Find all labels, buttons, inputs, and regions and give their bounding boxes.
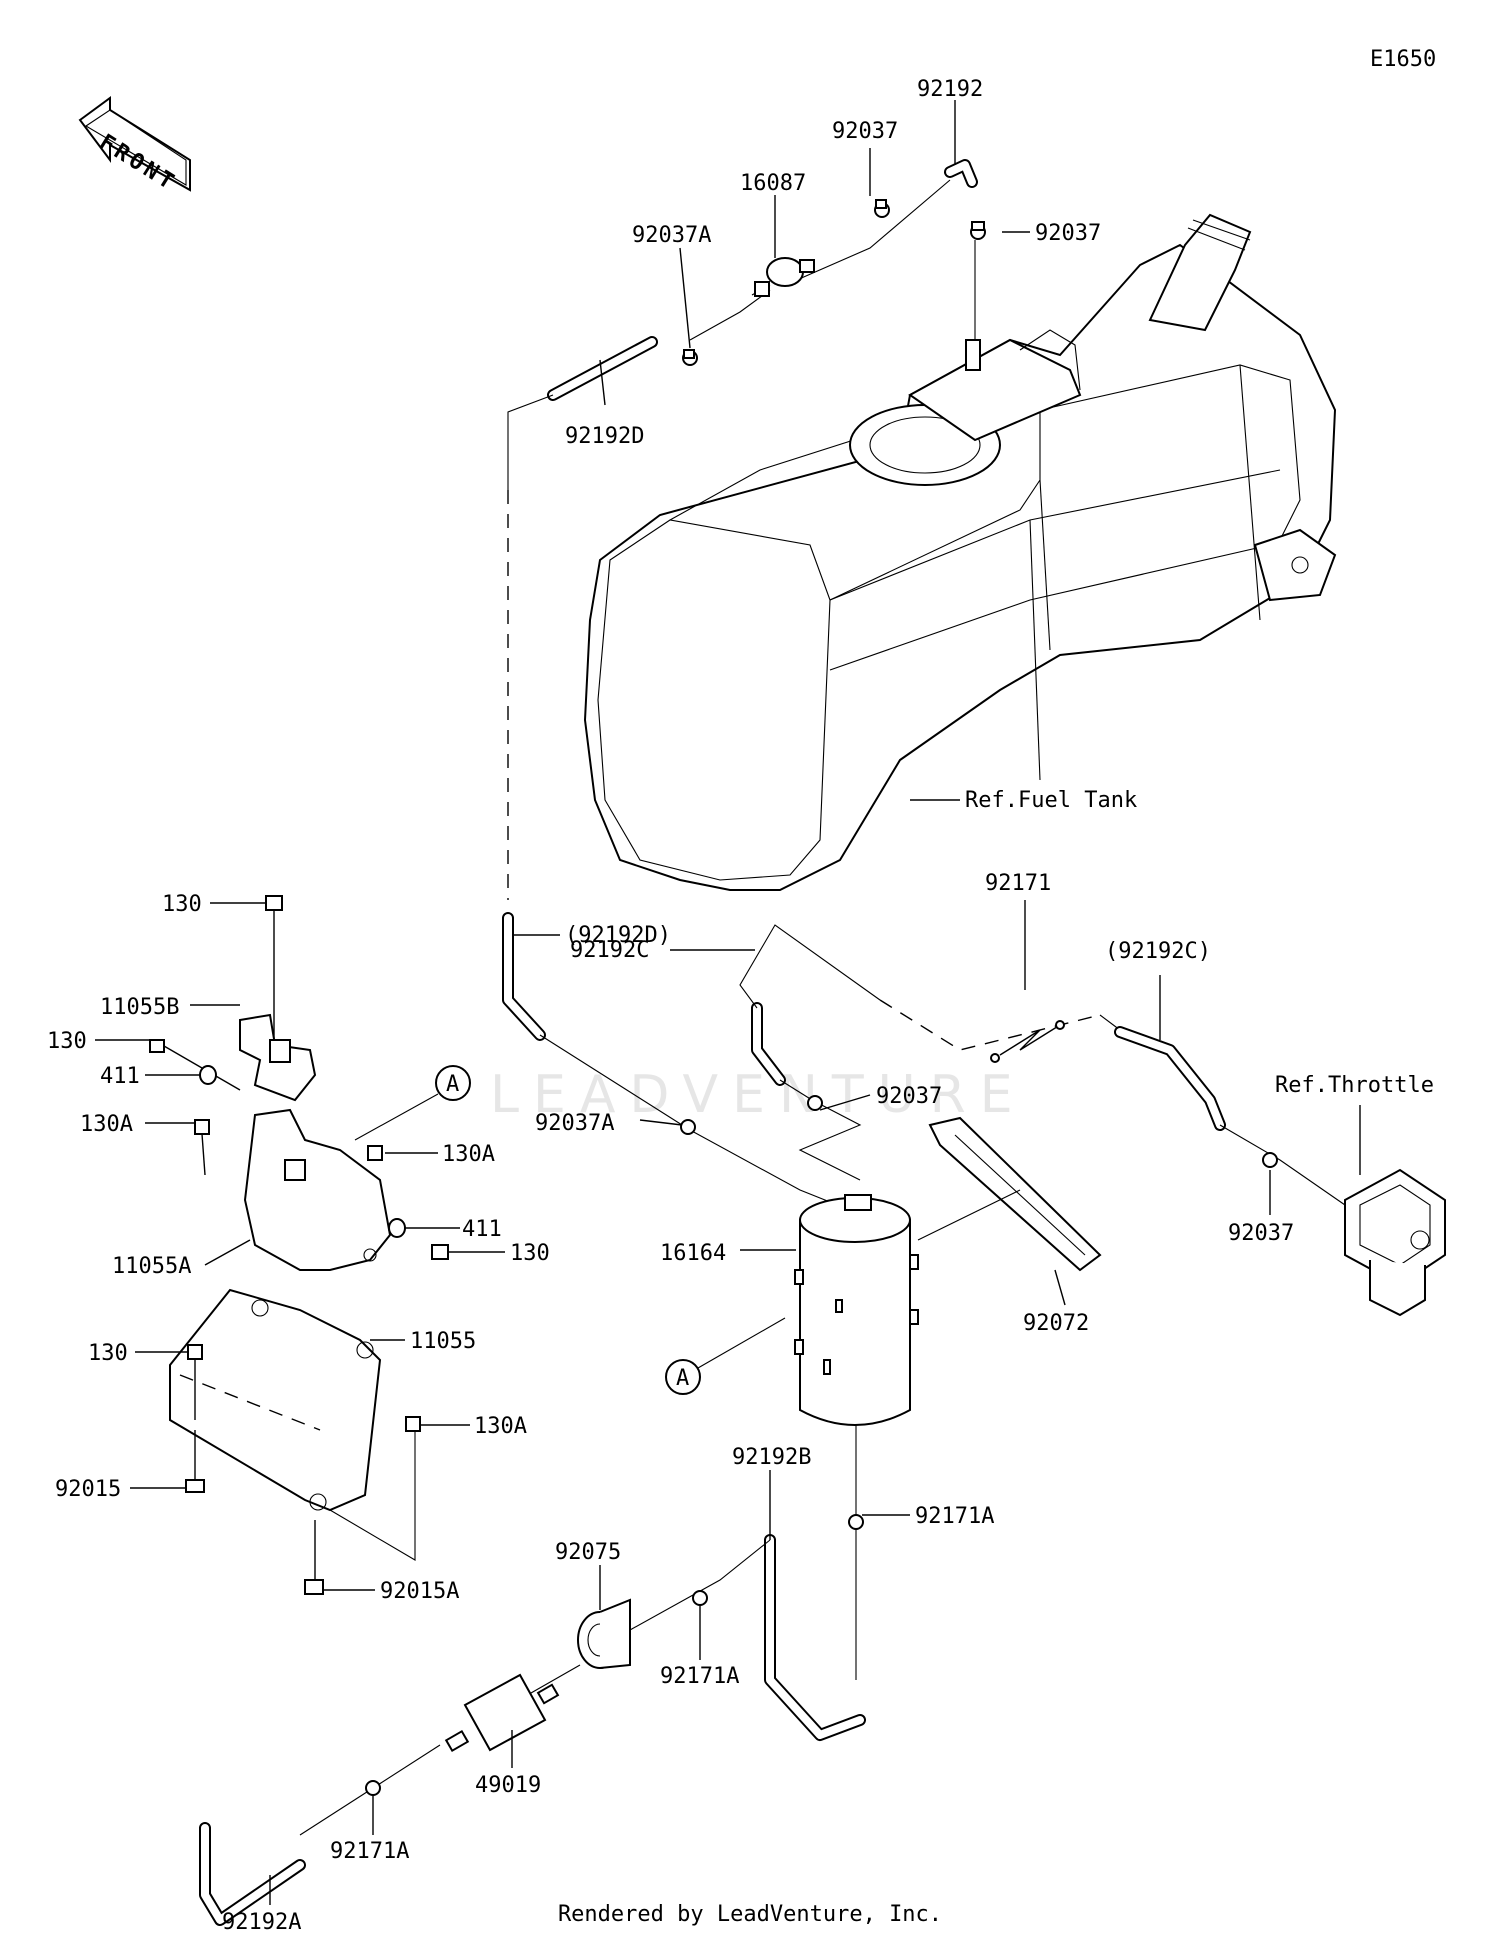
label-92192-top: 92192 — [917, 77, 983, 102]
clamp-92171A-low — [365, 1780, 381, 1796]
label-92192A: 92192A — [222, 1910, 301, 1935]
label-130-top: 130 — [162, 892, 202, 917]
bracket-11055 — [169, 1288, 382, 1512]
label-92037-mid: 92037 — [876, 1084, 942, 1109]
washer-411-left — [199, 1065, 217, 1085]
label-130A-lower: 130A — [474, 1414, 527, 1439]
label-130-lower: 130 — [88, 1341, 128, 1366]
front-arrow-icon: FRONT — [78, 96, 191, 197]
clamp-92171A-mid — [692, 1590, 708, 1606]
label-92037-throttle: 92037 — [1228, 1221, 1294, 1246]
label-130A-right: 130A — [442, 1142, 495, 1167]
label-11055A: 11055A — [112, 1254, 191, 1279]
label-16087: 16087 — [740, 171, 806, 196]
label-92192D-paren: (92192D) — [565, 923, 671, 948]
label-92037-top: 92037 — [832, 119, 898, 144]
label-130-right: 130 — [510, 1241, 550, 1266]
label-92075: 92075 — [555, 1540, 621, 1565]
label-92192D: 92192D — [565, 424, 644, 449]
nut-92015A — [304, 1520, 324, 1595]
clamp-92171A-right — [848, 1514, 864, 1530]
label-92037A-mid: 92037A — [535, 1111, 614, 1136]
label-130-left: 130 — [47, 1029, 87, 1054]
diagram-code: E1650 — [1370, 47, 1436, 72]
label-11055: 11055 — [410, 1329, 476, 1354]
footer-credit: Rendered by LeadVenture, Inc. — [557, 1902, 943, 1927]
check-valve-16087 — [751, 257, 815, 297]
label-92171A-right: 92171A — [915, 1504, 994, 1529]
watermark: LEADVENTURE — [490, 1065, 1027, 1125]
bolt-130-left — [149, 1039, 241, 1091]
bracket-11055B — [239, 1013, 317, 1102]
fuel-tank — [583, 213, 1337, 891]
bolt-130A-left — [194, 1119, 210, 1176]
label-92015: 92015 — [55, 1477, 121, 1502]
clip-92171 — [990, 1020, 1065, 1063]
clamp-92037-right — [970, 221, 986, 240]
bolt-130-lower — [187, 1344, 203, 1420]
label-411-right: 411 — [462, 1217, 502, 1242]
bolt-130A-lower — [405, 1416, 421, 1432]
strap-92072 — [928, 1116, 1102, 1272]
label-92171A-mid: 92171A — [660, 1664, 739, 1689]
label-92037-right: 92037 — [1035, 221, 1101, 246]
fuel-filter-49019 — [444, 1673, 560, 1753]
clamp-92037-top — [874, 199, 890, 218]
label-411-left: 411 — [100, 1064, 140, 1089]
throttle-body — [1344, 1168, 1446, 1317]
callout-a-top: A — [435, 1065, 471, 1101]
label-92171A-low: 92171A — [330, 1839, 409, 1864]
label-11055B: 11055B — [100, 995, 179, 1020]
bracket-11055A — [243, 1108, 392, 1271]
label-92037A-top: 92037A — [632, 223, 711, 248]
bolt-130-right — [431, 1244, 449, 1260]
clamp-92037A-top — [682, 349, 698, 366]
label-ref-fuel-tank: Ref.Fuel Tank — [965, 788, 1137, 813]
label-92192C: 92192C — [570, 938, 649, 963]
svg-text:A: A — [676, 1366, 689, 1391]
label-92015A: 92015A — [380, 1579, 459, 1604]
clamp-92037-mid — [807, 1095, 823, 1111]
washer-411-right — [388, 1218, 406, 1238]
label-92171: 92171 — [985, 871, 1051, 896]
clamp-92037A-mid — [680, 1119, 696, 1135]
nut-92015 — [185, 1430, 205, 1493]
label-92192B: 92192B — [732, 1445, 811, 1470]
label-92192C-paren: (92192C) — [1105, 939, 1211, 964]
canister-16164 — [794, 1194, 919, 1426]
callout-a-bottom: A — [665, 1359, 701, 1395]
svg-text:A: A — [446, 1072, 459, 1097]
label-130A-left: 130A — [80, 1112, 133, 1137]
clamp-92037-throttle — [1262, 1152, 1278, 1168]
label-92072: 92072 — [1023, 1311, 1089, 1336]
label-16164: 16164 — [660, 1241, 726, 1266]
bolt-130A-right — [367, 1145, 383, 1161]
label-49019: 49019 — [475, 1773, 541, 1798]
label-ref-throttle: Ref.Throttle — [1275, 1073, 1434, 1098]
grommet-92075 — [577, 1598, 631, 1669]
